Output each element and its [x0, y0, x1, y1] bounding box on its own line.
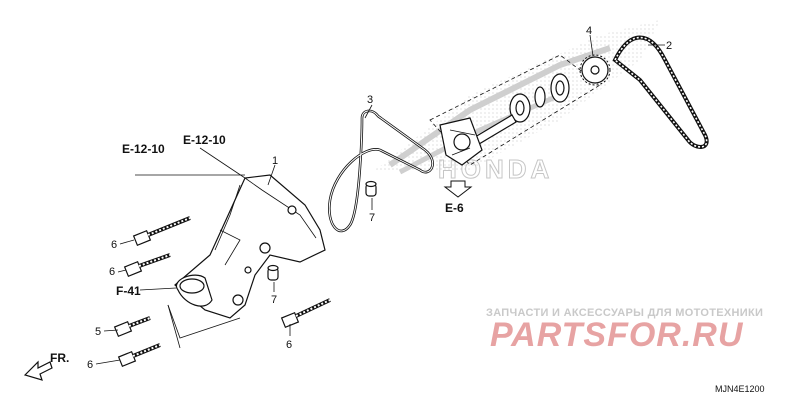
callout-2: 2 [666, 40, 672, 52]
callout-7a: 7 [369, 212, 375, 224]
callout-7b: 7 [271, 294, 277, 306]
front-direction-arrow-icon [23, 360, 53, 381]
impeller-shaft [439, 114, 517, 166]
bolt-6c [117, 343, 161, 368]
bolt-6b [123, 253, 171, 278]
leader-lines [95, 34, 665, 365]
bolt-6d [280, 298, 331, 329]
callout-5: 5 [95, 326, 101, 338]
cam-chain [612, 35, 709, 149]
callout-4: 4 [586, 25, 592, 37]
callout-1: 1 [272, 155, 278, 167]
ref-e-6[interactable]: E-6 [445, 201, 464, 215]
bolt-6a [132, 216, 191, 247]
callout-3: 3 [367, 94, 373, 106]
front-label: FR. [50, 351, 69, 365]
ref-f-41[interactable]: F-41 [116, 284, 141, 298]
ref-e-12-10-right[interactable]: E-12-10 [183, 133, 226, 147]
dowel-pin-lower [267, 264, 279, 281]
callout-6a: 6 [111, 239, 117, 251]
callout-6d: 6 [286, 339, 292, 351]
water-pump-cover [174, 174, 326, 319]
callout-6b: 6 [109, 266, 115, 278]
watermark-tagline: ЗАПЧАСТИ И АКСЕССУАРЫ ДЛЯ МОТОТЕХНИКИ [486, 307, 763, 319]
callout-6c: 6 [87, 359, 93, 371]
bolt-5 [113, 316, 151, 338]
o-ring [328, 109, 434, 233]
diagram-code: MJN4E1200 [715, 384, 765, 394]
pump-sprocket [579, 54, 611, 86]
watermark-site: PARTSFOR.RU [490, 316, 744, 354]
ref-e-12-10-left[interactable]: E-12-10 [122, 142, 165, 156]
pump-bearings [509, 73, 570, 123]
dowel-pin-upper [365, 180, 377, 197]
reference-arrow-icon [443, 180, 473, 198]
